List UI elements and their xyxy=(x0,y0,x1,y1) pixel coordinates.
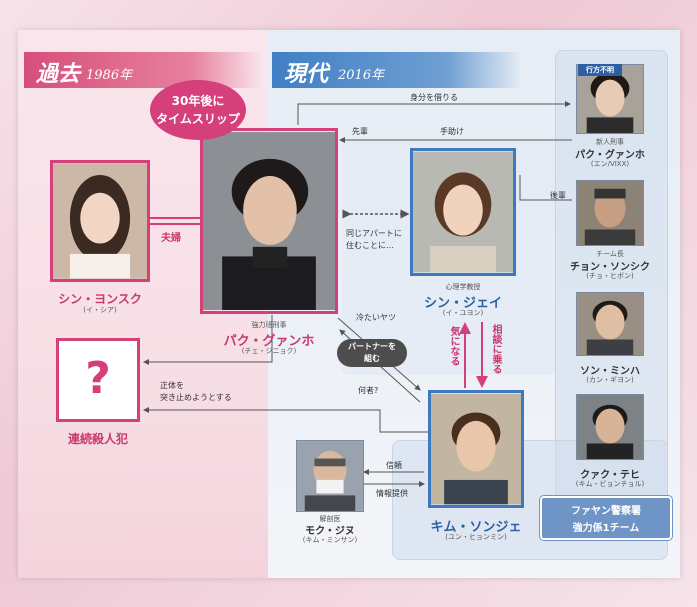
unknown-killer-box: ? xyxy=(56,338,140,422)
trust-label: 信頼 xyxy=(386,461,402,470)
park-gwanho-photo xyxy=(200,128,338,314)
kwak-tehi-photo xyxy=(576,394,644,460)
partner-badge: パートナーを 組む xyxy=(337,339,407,367)
help-label: 手助け xyxy=(440,127,464,136)
chon-sonsik-actor: (チョ・ヒボン) xyxy=(586,272,634,280)
mok-jinu-actor: (キム・ミンサン) xyxy=(302,536,358,544)
present-title: 現代 xyxy=(284,61,329,87)
park-actor: (チェ・ジニョク) xyxy=(241,347,297,355)
team-line1: ファヤン警察署 xyxy=(571,506,641,517)
chon-sonsik-photo xyxy=(576,180,644,246)
bubble-line2: タイムスリップ xyxy=(156,112,240,126)
partner-line1: パートナーを xyxy=(348,342,396,351)
park-new-role: 新人刑事 xyxy=(596,138,624,146)
mok-jinu-role: 解剖医 xyxy=(319,515,341,523)
present-header: 現代 2016年 xyxy=(272,52,522,88)
kouhai-label: 後輩 xyxy=(550,191,566,200)
partner-line2: 組む xyxy=(364,354,380,363)
shin-jei-role: 心理学教授 xyxy=(445,283,481,291)
kim-sonje-actor: (ユン・ヒョンミン) xyxy=(445,533,507,541)
mok-jinu-photo xyxy=(296,440,364,512)
same-apartment-line1: 同じアパートに xyxy=(346,229,402,238)
chon-sonsik-role: チーム長 xyxy=(596,250,624,258)
shin-jei-photo xyxy=(410,148,516,276)
timeslip-bubble: 30年後に タイムスリップ xyxy=(150,80,246,140)
shin-yonsuk-name: シン・ヨンスク xyxy=(58,292,142,306)
son-minha-photo xyxy=(576,292,644,356)
son-minha-actor: (カン・ギヨン) xyxy=(586,376,634,384)
killer-label: 連続殺人犯 xyxy=(67,432,128,446)
curious-label: 気になる xyxy=(448,326,459,366)
past-year: 1986年 xyxy=(86,68,133,83)
mok-jinu-name: モク・ジヌ xyxy=(305,526,355,537)
kwak-tehi-name: クァク・テヒ xyxy=(580,470,640,481)
son-minha-name: ソン・ミンハ xyxy=(580,366,640,377)
spouse-label: 夫婦 xyxy=(161,233,181,244)
identify-line2: 突き止めようとする xyxy=(160,393,232,402)
park-name: パク・グァンホ xyxy=(223,334,315,349)
info-label: 情報提供 xyxy=(376,489,408,498)
shin-jei-actor: (イ・ユヨン) xyxy=(442,309,484,317)
who-label: 何者? xyxy=(358,386,379,395)
identify-line1: 正体を xyxy=(160,381,184,390)
same-apartment-line2: 住むことに… xyxy=(346,241,394,250)
park-new-actor: (エン/VIXX) xyxy=(590,160,630,168)
borrow-identity-label: 身分を借りる xyxy=(410,93,458,102)
team-badge: ファヤン警察署 強力係1チーム xyxy=(540,496,672,540)
park-new-photo xyxy=(576,64,644,134)
consult-label: 相談に乗る xyxy=(490,324,501,374)
bubble-line1: 30年後に xyxy=(171,94,225,108)
cold-guy-label: 冷たいヤツ xyxy=(356,313,396,322)
chon-sonsik-name: チョン・ソンシク xyxy=(570,262,650,273)
park-role: 強力班刑事 xyxy=(251,321,287,329)
senpai-label: 先輩 xyxy=(352,127,368,136)
park-new-name: パク・グァンホ xyxy=(575,150,645,161)
shin-jei-name: シン・ジェイ xyxy=(423,296,502,311)
missing-badge: 行方不明 xyxy=(578,64,622,76)
shin-yonsuk-photo xyxy=(50,160,150,282)
kim-sonje-name: キム・ソンジェ xyxy=(430,520,522,535)
past-header: 過去 1986年 xyxy=(24,52,262,88)
past-title: 過去 xyxy=(36,61,81,87)
team-line2: 強力係1チーム xyxy=(572,523,640,534)
kim-sonje-photo xyxy=(428,390,524,508)
shin-yonsuk-actor: (イ・シア) xyxy=(83,306,117,314)
kwak-tehi-actor: (キム・ビョンチョル) xyxy=(575,480,645,488)
present-year: 2016年 xyxy=(338,68,385,83)
